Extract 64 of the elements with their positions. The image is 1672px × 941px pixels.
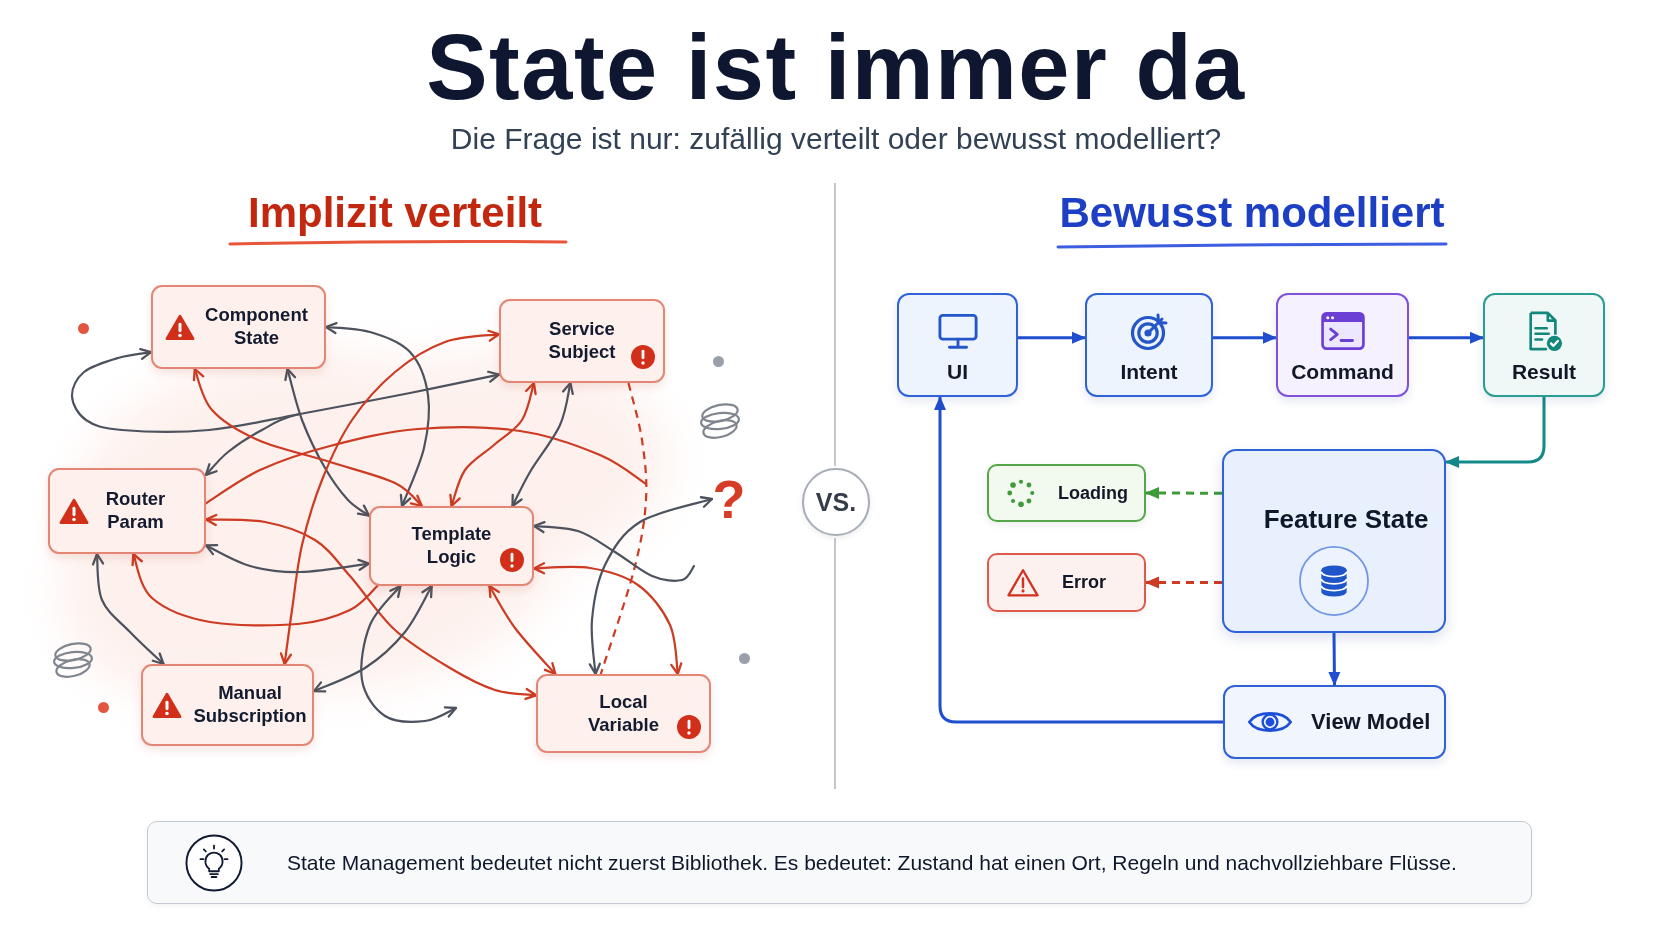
arrow [1407,331,1485,344]
state-box [151,285,326,369]
question-mark: ? [712,472,746,526]
note-text: State Management bedeutet nicht zuerst Bibliothek. Es bedeutet: Zustand hat einen Ort, Regeln und nachvollziehbare Flüsse. [287,850,1457,875]
node-label: Manual Subscription [192,682,308,728]
state-box [536,674,711,753]
section-heading: Implizit verteilt [247,190,543,237]
process-box [1276,293,1409,397]
curved-arrow [279,329,501,666]
section-heading: Bewusst modelliert [1059,190,1445,237]
dashed-line [599,382,648,675]
curved-arrow [91,552,165,666]
node-label: Result [1511,360,1577,384]
curved-arrow [284,367,371,517]
curved-arrow [532,520,696,582]
curved-arrow [511,381,575,508]
dashed-arrow [1145,487,1222,500]
node-label: Error [1062,572,1106,593]
curved-arrow [588,495,714,676]
node-label: Feature State [1263,503,1429,535]
node-label: Loading [1058,482,1128,504]
node-label: Router Param [104,488,167,534]
node-label: View Model [1311,709,1431,735]
node-label: Local Variable [587,690,660,737]
process-box [1085,293,1213,397]
curved-arrow [448,381,538,508]
curved-arrow [312,584,433,693]
process-box [1483,293,1605,397]
node-label: Service Subject [547,318,617,364]
node-label: Intent [1120,360,1178,384]
state-box [499,299,665,383]
node-label: Component State [204,304,309,350]
arrow [1444,395,1546,468]
curved-arrow [204,544,371,574]
curved-line [204,426,648,505]
status-box [987,464,1146,522]
curved-arrow [324,321,431,508]
curved-arrow [204,513,538,701]
curved-arrow [488,584,557,676]
node-label: Command [1291,360,1394,384]
curved-arrow [532,561,683,676]
curved-arrow [130,552,379,627]
title: State ist immer da [426,21,1246,113]
status-box [987,553,1146,612]
arrow [1016,331,1087,344]
state-box [369,506,534,586]
curved-arrow [192,367,423,508]
node-label: Template Logic [410,523,493,569]
vs-circle [802,468,870,536]
process-box [1223,685,1446,759]
state-box [48,468,206,554]
vs-label: VS. [815,487,857,517]
dashed-arrow [1145,576,1222,589]
arrow [934,395,1225,724]
node-label: UI [947,360,968,384]
subtitle: Die Frage ist nur: zufällig verteilt oder bewusst modelliert? [450,122,1222,155]
curved-arrow [360,584,458,723]
state-box [141,664,314,746]
arrow [1328,631,1341,687]
note-banner [147,821,1532,904]
arrow [1211,331,1278,344]
curved-arrow [204,412,302,477]
state-store-box [1222,449,1446,633]
process-box [897,293,1018,397]
